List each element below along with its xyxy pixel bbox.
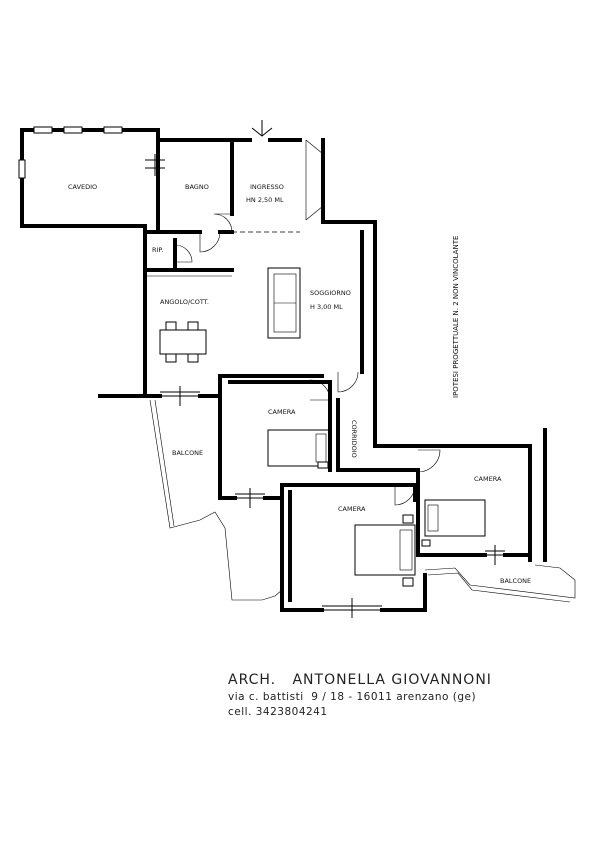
label-soggiorno-height: H 3,00 ML (310, 303, 343, 311)
label-cavedio: CAVEDIO (68, 183, 97, 191)
label-camera-3: CAMERA (474, 475, 502, 483)
label-balcone-2: BALCONE (500, 577, 531, 585)
label-camera-2: CAMERA (338, 505, 366, 513)
dashed-lines (232, 231, 363, 372)
label-ingresso-height: HN 2,50 ML (246, 196, 284, 204)
label-angolo-cott: ANGOLO/COTT. (160, 298, 209, 306)
label-rip: RIP. (152, 246, 163, 254)
label-soggiorno: SOGGIORNO (310, 289, 351, 297)
room-labels: CAVEDIO BAGNO INGRESSO HN 2,50 ML RIP. A… (68, 183, 531, 585)
architect-address: via c. battisti 9 / 18 - 16011 arenzano … (228, 691, 477, 703)
label-camera-1: CAMERA (268, 408, 296, 416)
door-swings (174, 120, 441, 506)
walls (18, 126, 547, 612)
project-note: IPOTESI PROGETTUALE N. 2 NON VINCOLANTE (452, 236, 460, 398)
label-balcone-1: BALCONE (172, 449, 203, 457)
bed-camera-1 (267, 429, 331, 467)
architect-name: ARCH. ANTONELLA GIOVANNONI (228, 672, 492, 688)
label-corridoio: CORRIDOIO (350, 420, 358, 458)
bed-camera-3 (424, 499, 486, 537)
bed-camera-2 (354, 524, 416, 576)
sofa (267, 267, 301, 339)
architect-footer: ARCH. ANTONELLA GIOVANNONI via c. battis… (228, 672, 568, 718)
label-ingresso: INGRESSO (250, 183, 284, 191)
balcony-outlines (149, 399, 576, 603)
furniture (159, 267, 486, 587)
label-bagno: BAGNO (185, 183, 209, 191)
windows (145, 154, 505, 618)
dining-table (159, 329, 207, 355)
architect-phone: cell. 3423804241 (228, 706, 328, 718)
